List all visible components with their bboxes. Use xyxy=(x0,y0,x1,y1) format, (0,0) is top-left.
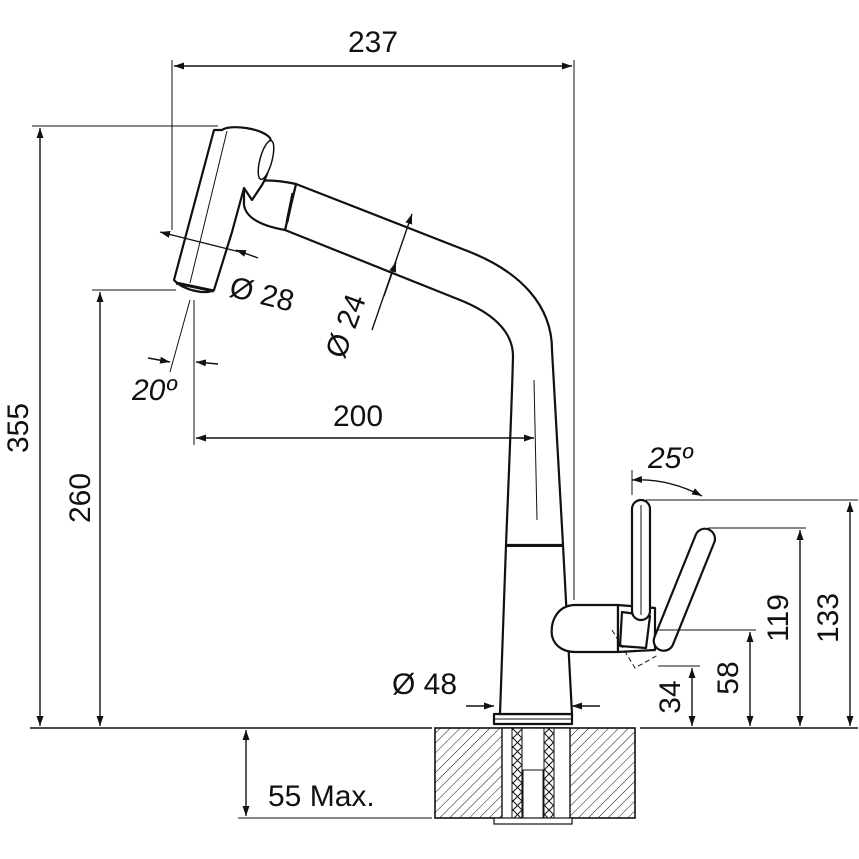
dim-deck-thickness: 55 Max. xyxy=(238,730,432,819)
label-lever-pivot: 58 xyxy=(712,661,745,694)
dim-spout-reach: 200 xyxy=(193,300,534,445)
dim-lever-angle: 25º xyxy=(631,442,703,497)
faucet-body xyxy=(172,126,717,726)
dim-body-diameter: Ø 48 xyxy=(392,668,600,710)
dim-lever-height: 133 xyxy=(646,499,858,726)
deck-section xyxy=(30,727,858,825)
label-overall-width: 237 xyxy=(348,26,398,59)
label-spout-height: 260 xyxy=(64,473,97,523)
dim-spout-height: 260 xyxy=(64,289,176,726)
label-lever-base: 34 xyxy=(654,680,687,713)
label-spout-reach: 200 xyxy=(333,400,383,433)
dim-overall-width: 237 xyxy=(171,26,575,600)
label-lever-angle: 25º xyxy=(647,442,694,475)
label-spray-angle: 20º xyxy=(131,374,178,407)
label-head-diameter: Ø 28 xyxy=(226,271,297,319)
label-hose-diameter: Ø 24 xyxy=(320,290,373,362)
label-lever-height: 133 xyxy=(812,593,845,643)
label-body-diameter: Ø 48 xyxy=(392,668,457,701)
dim-lever-pivot: 58 xyxy=(658,629,756,726)
dim-lever-height-2: 119 xyxy=(708,527,806,726)
label-overall-height: 355 xyxy=(2,403,35,453)
dim-lever-base: 34 xyxy=(654,665,700,726)
dim-spray-angle: 20º xyxy=(131,299,219,407)
label-deck-thickness: 55 Max. xyxy=(268,780,375,813)
dim-overall-height: 355 xyxy=(2,125,218,726)
label-lever-height-2: 119 xyxy=(762,594,795,642)
